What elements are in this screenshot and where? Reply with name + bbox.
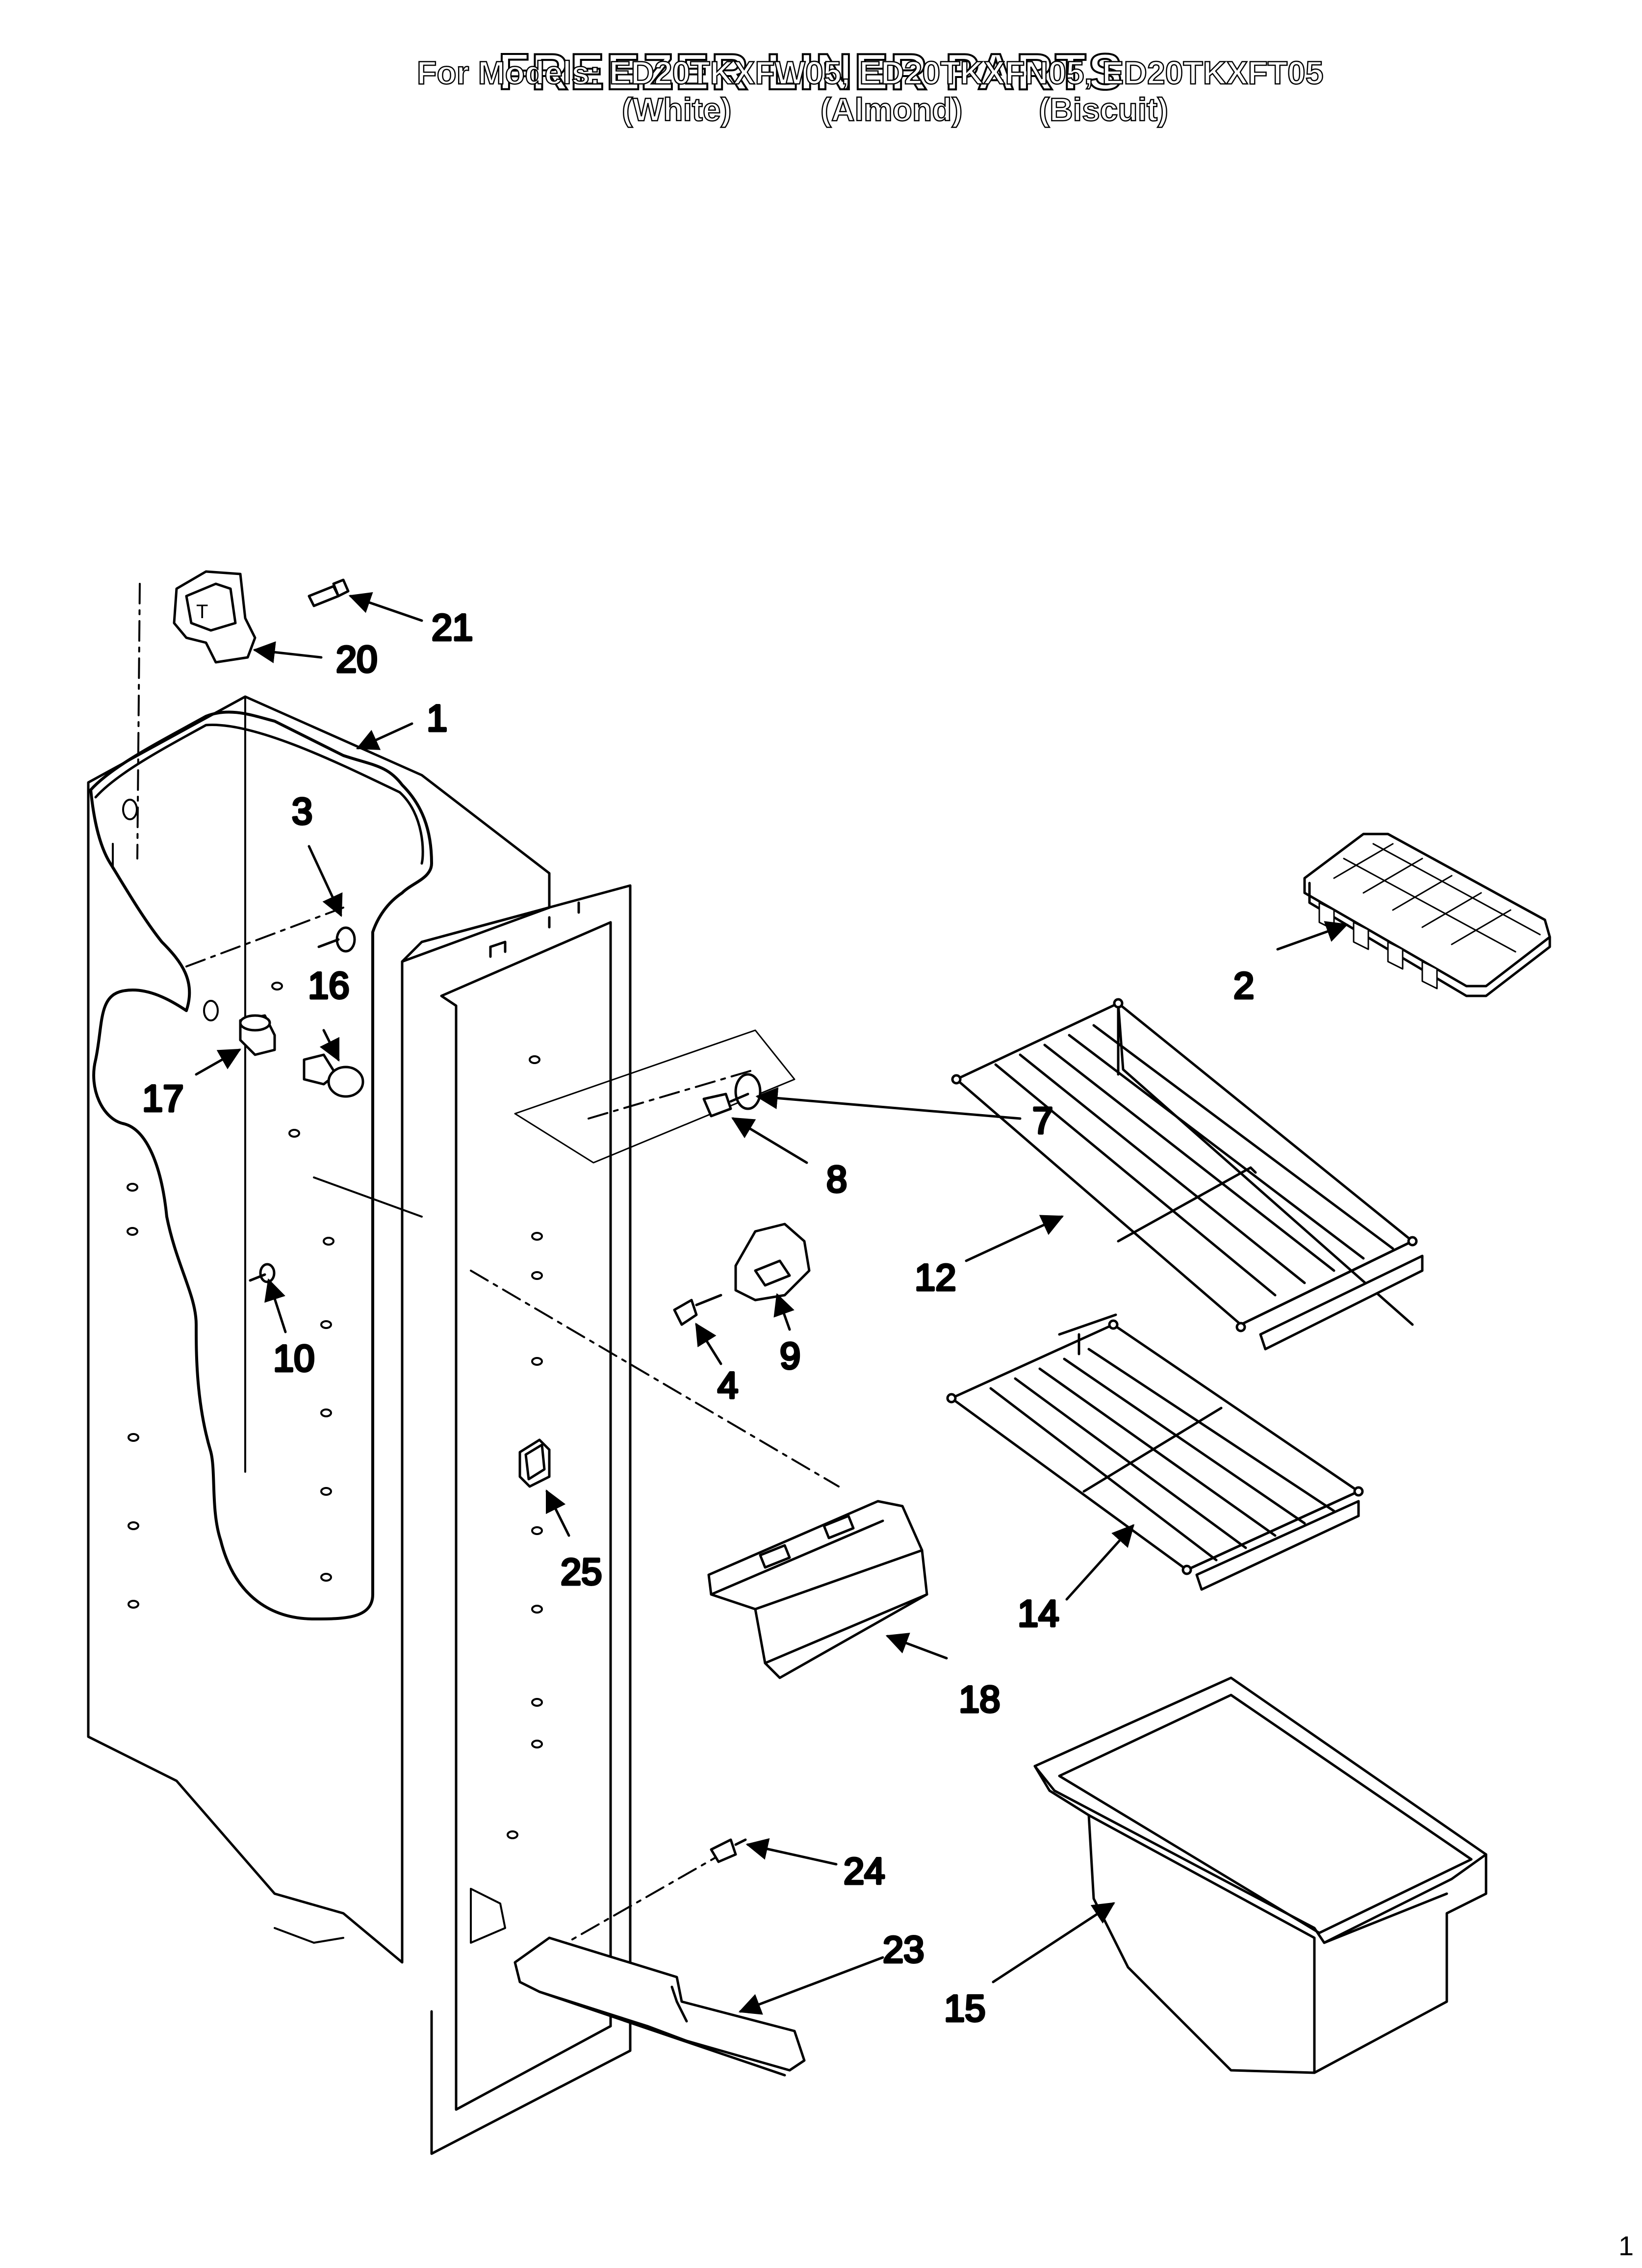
callout-10: 10 [273,1338,315,1380]
callout-24: 24 [844,1851,885,1892]
shelf-14 [946,1313,1364,1591]
bulb-16 [303,1053,364,1098]
callout-20: 20 [336,639,378,680]
bracket-20: T [173,570,257,664]
callout-4: 4 [718,1365,738,1407]
callout-leaders [195,592,1349,2015]
callout-2: 2 [1233,965,1254,1007]
callout-12: 12 [915,1257,956,1299]
callout-15: 15 [944,1988,986,2030]
bin-15 [1033,1676,1488,2074]
page-header: FREEZER LINER PARTS [0,44,1642,101]
support-9 [734,1223,811,1302]
alignment-lines [136,583,840,1954]
svg-text:T: T [196,601,208,623]
finish-biscuit: (Biscuit) [1038,91,1169,129]
callout-9: 9 [780,1335,800,1377]
bracket-7 [514,1029,795,1164]
page-title: FREEZER LINER PARTS [497,44,1124,101]
kickplate-23 [513,1936,806,2077]
callout-16: 16 [308,965,350,1007]
screw-8 [702,1093,749,1118]
screw-21 [308,578,350,607]
callout-17: 17 [142,1078,184,1120]
screw-4 [673,1294,722,1326]
switch-25 [518,1438,551,1488]
screw-3 [317,926,356,953]
shelf-12 [951,998,1424,1351]
cover-18 [707,1500,928,1679]
ice-tray-2 [1303,833,1551,997]
freezer-liner [87,695,632,2155]
callout-23: 23 [883,1929,924,1971]
finish-almond: (Almond) [820,91,963,129]
callout-1: 1 [427,698,447,739]
page-number: 1 [1618,2230,1634,2261]
callout-3: 3 [292,791,312,833]
finish-white: (White) [621,91,732,129]
socket-17 [239,1014,276,1056]
screw-24 [710,1838,747,1863]
callout-21: 21 [432,607,473,649]
callout-7: 7 [1032,1100,1053,1142]
callout-8: 8 [826,1159,847,1200]
callout-14: 14 [1018,1593,1059,1635]
models-line: For Models: ED20TKXFW05, ED20TKXFN05, ED… [416,54,1324,92]
callout-25: 25 [561,1551,602,1593]
callout-labels: 21 20 1 3 16 17 10 2 7 8 12 9 4 25 14 18… [141,606,1256,2031]
callout-18: 18 [959,1679,1001,1721]
